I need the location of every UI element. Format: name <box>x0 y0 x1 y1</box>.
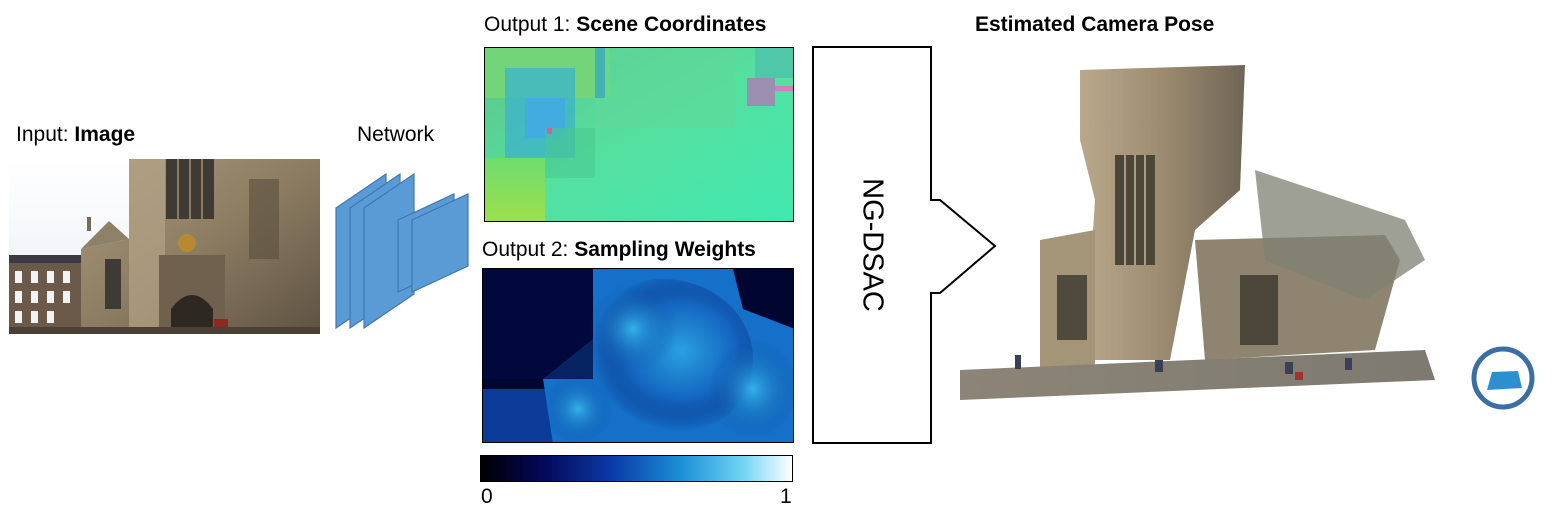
output1-title: Output 1: Scene Coordinates <box>484 14 766 35</box>
input-title-bold: Image <box>74 123 136 146</box>
camera-ring <box>1471 346 1535 410</box>
camera-pose-marker <box>1470 345 1536 411</box>
pose-title: Estimated Camera Pose <box>975 14 1214 35</box>
ng-dsac-arrow <box>810 45 1000 447</box>
output2-title-bold: Sampling Weights <box>574 238 756 261</box>
colorbar-min-label: 0 <box>481 485 493 508</box>
output1-title-bold: Scene Coordinates <box>576 13 767 36</box>
pose-title-text: Estimated Camera Pose <box>975 13 1215 36</box>
sampling-weights-map <box>482 268 794 443</box>
camera-frustum-icon <box>1487 371 1522 390</box>
scene-coordinates-map <box>484 47 794 222</box>
input-title-prefix: Input: <box>16 123 75 146</box>
input-image <box>9 159 320 334</box>
colorbar-max-label: 1 <box>780 485 792 508</box>
output1-title-prefix: Output 1: <box>484 13 577 36</box>
network-layer-5 <box>411 193 469 293</box>
network-label: Network <box>357 123 435 146</box>
output2-title-prefix: Output 2: <box>482 238 575 261</box>
scene-reconstruction <box>955 60 1465 405</box>
output2-title: Output 2: Sampling Weights <box>482 239 756 260</box>
input-title: Input: Image <box>16 124 135 145</box>
ng-dsac-label: NG-DSAC <box>856 178 889 312</box>
colorbar <box>480 455 793 482</box>
network-diagram <box>334 158 470 330</box>
